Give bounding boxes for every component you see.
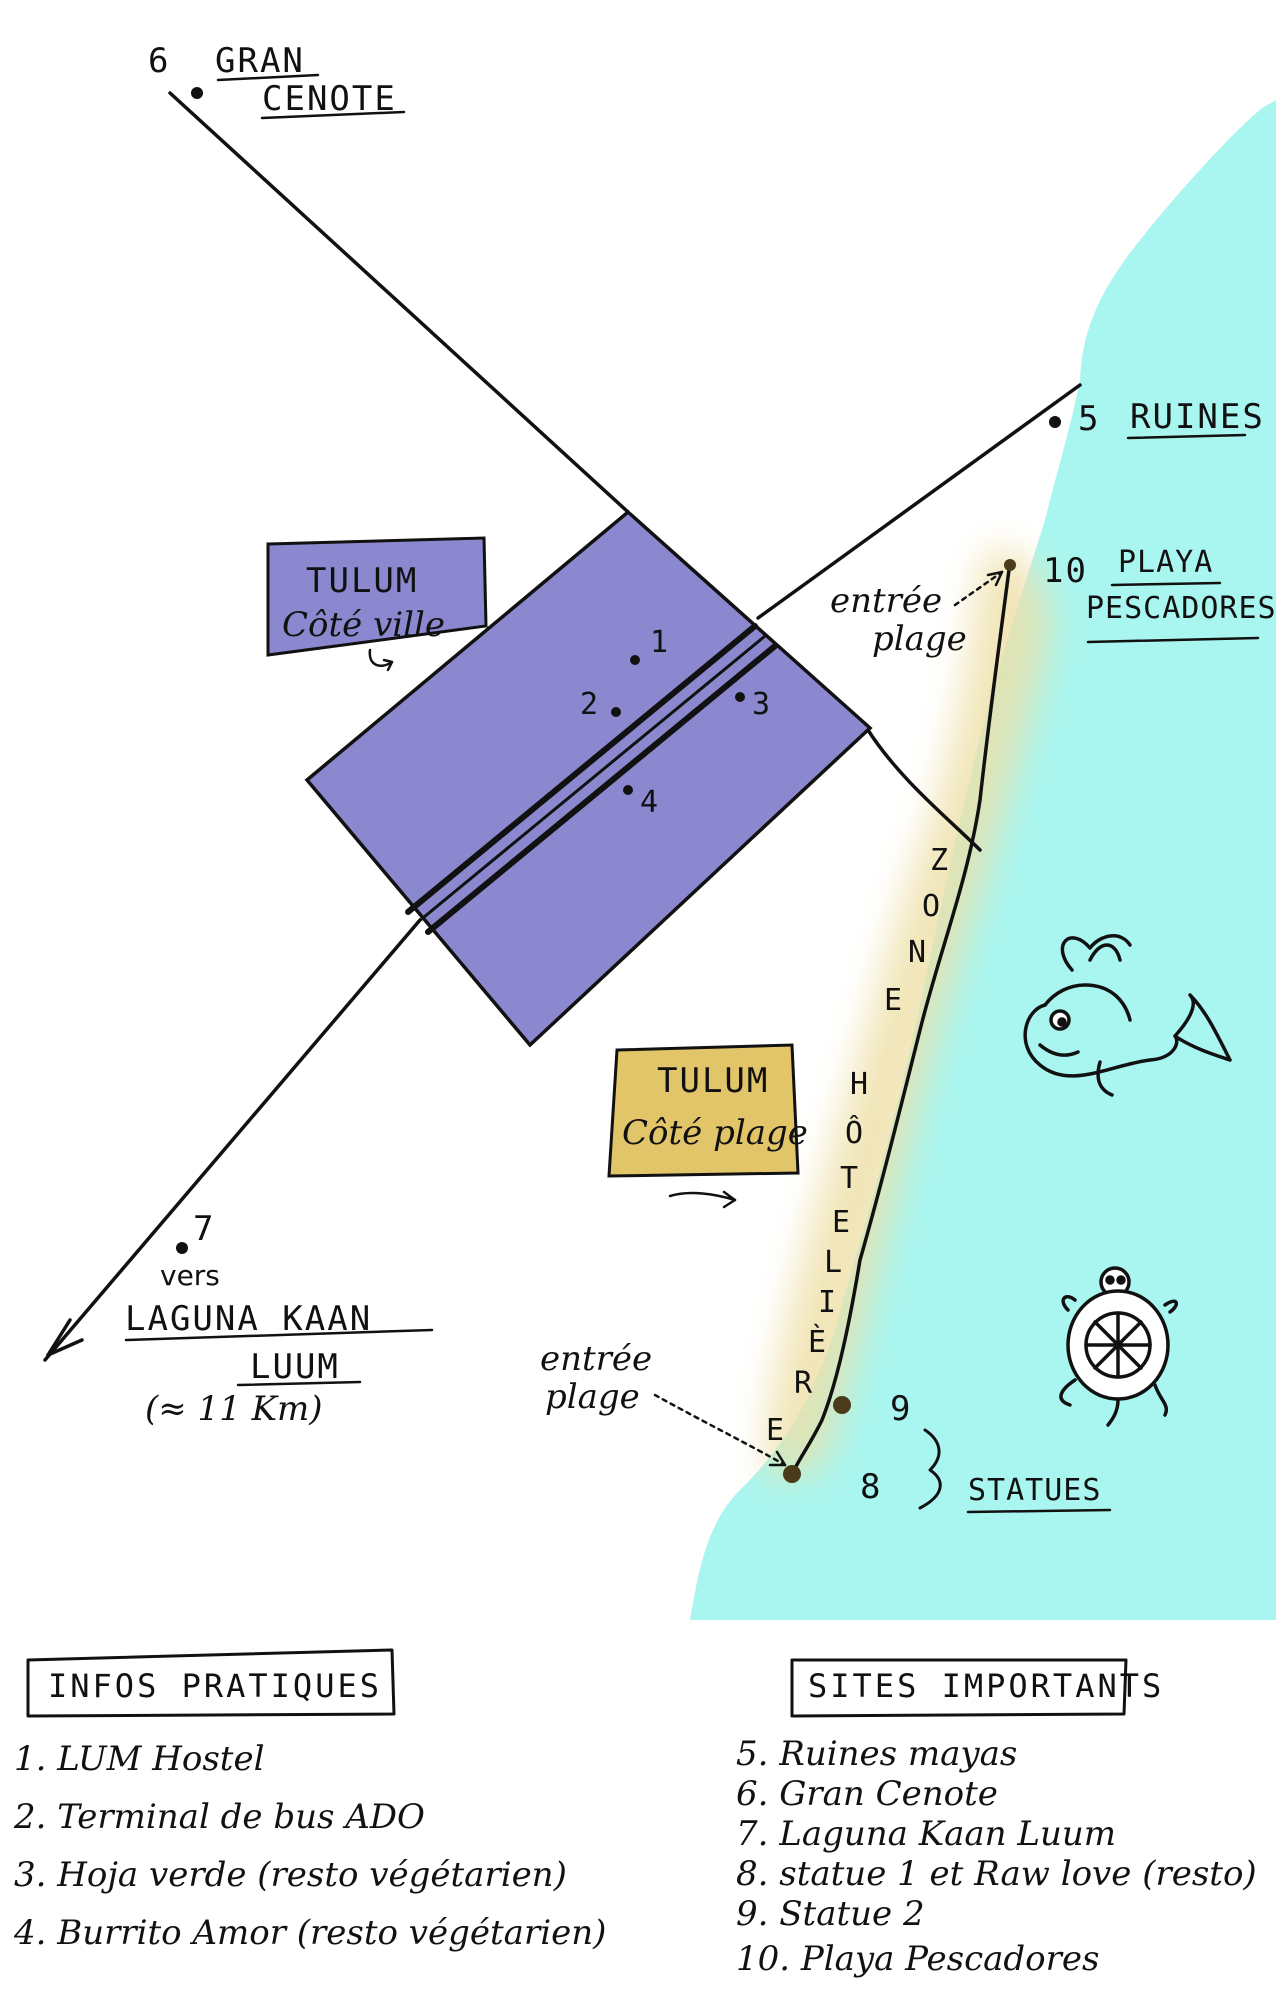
box-tulum-plage: TULUM Côté plage xyxy=(607,1043,808,1209)
box-plage-line2: Côté plage xyxy=(622,1113,808,1153)
beach-glow xyxy=(765,545,1050,1480)
town-points: 1 2 3 4 xyxy=(580,625,771,820)
hotel-zone-letter: E xyxy=(832,1205,851,1240)
point-2-label: 2 xyxy=(580,687,599,722)
beach-entry-top-line1: entrée xyxy=(830,581,942,621)
laguna-prefix: vers xyxy=(160,1259,220,1292)
point-4-label: 4 xyxy=(640,785,659,820)
box-plage-line1: TULUM xyxy=(657,1061,769,1101)
legend-infos-item: 2. Terminal de bus ADO xyxy=(13,1797,425,1837)
point-3-label: 3 xyxy=(752,687,771,722)
legend-sites-item: 8. statue 1 et Raw love (resto) xyxy=(736,1854,1257,1894)
point-3-dot xyxy=(735,692,745,702)
laguna-marker: 7 vers LAGUNA KAAN LUUM (≈ 11 Km) xyxy=(124,1209,434,1429)
beach-entry-bottom: entrée plage xyxy=(540,1339,787,1467)
legend-infos-title: INFOS PRATIQUES xyxy=(48,1667,382,1705)
hotel-zone-letter: Z xyxy=(930,843,949,878)
point-2-dot xyxy=(611,707,621,717)
ruines-marker: 5 RUINES xyxy=(1049,397,1265,440)
playa-number: 10 xyxy=(1043,551,1088,591)
road-gran-cenote xyxy=(168,91,630,514)
point-4-dot xyxy=(623,785,633,795)
legend-infos-item: 3. Hoja verde (resto végétarien) xyxy=(14,1855,567,1895)
laguna-name-2: LUUM xyxy=(250,1347,340,1387)
hotel-zone-letter: I xyxy=(818,1285,837,1320)
beach-entry-top-line2: plage xyxy=(872,619,967,659)
road-to-beach xyxy=(866,728,982,852)
legend-sites-title: SITES IMPORTANTS xyxy=(808,1667,1164,1705)
point-1-dot xyxy=(630,655,640,665)
hotel-zone-letter: È xyxy=(808,1324,827,1360)
gran-cenote-name-1: GRAN xyxy=(215,41,305,81)
point-1-label: 1 xyxy=(650,625,669,660)
box-ville-line1: TULUM xyxy=(306,561,418,601)
hotel-zone-label: Z O N E H Ô T E L I È R E xyxy=(766,843,949,1448)
ruines-number: 5 xyxy=(1078,399,1100,439)
hotel-zone-letter: E xyxy=(766,1413,785,1448)
playa-name-1: PLAYA xyxy=(1118,545,1213,580)
hotel-zone-letter: N xyxy=(908,935,927,970)
hotel-zone-letter: O xyxy=(922,889,941,924)
statue-9-number: 9 xyxy=(890,1389,912,1429)
main-avenue xyxy=(405,623,778,935)
statues-name: STATUES xyxy=(968,1473,1101,1508)
hotel-zone-letter: R xyxy=(794,1366,813,1401)
hotel-zone-letter: H xyxy=(850,1067,869,1102)
beach-entry-bottom-line2: plage xyxy=(545,1377,640,1417)
laguna-arrow xyxy=(46,1318,84,1357)
ruines-name: RUINES xyxy=(1130,397,1265,437)
road-laguna xyxy=(43,918,422,1362)
coast-road xyxy=(790,560,1012,1477)
laguna-number: 7 xyxy=(193,1209,215,1249)
gran-cenote-number: 6 xyxy=(148,41,170,81)
hotel-zone-letter: E xyxy=(884,983,903,1018)
whale-icon xyxy=(1023,934,1232,1097)
legend-infos-item: 4. Burrito Amor (resto végétarien) xyxy=(13,1913,606,1953)
statues-marker: 9 8 STATUES xyxy=(783,1389,1112,1514)
legend-sites-item: 5. Ruines mayas xyxy=(736,1734,1017,1774)
playa-name-2: PESCADORES xyxy=(1086,591,1276,626)
legend-infos-item: 1. LUM Hostel xyxy=(14,1739,264,1779)
laguna-distance: (≈ 11 Km) xyxy=(145,1389,323,1429)
legend-sites-item: 6. Gran Cenote xyxy=(736,1774,998,1814)
legend-infos-pratiques: INFOS PRATIQUES 1. LUM Hostel 2. Termina… xyxy=(13,1648,606,1953)
hotel-zone-letter: T xyxy=(840,1161,859,1196)
road-ruines xyxy=(756,383,1082,620)
gran-cenote-marker: 6 GRAN CENOTE xyxy=(148,41,406,120)
hotel-zone-letter: Ô xyxy=(845,1114,864,1151)
playa-pescadores-marker: 10 PLAYA PESCADORES xyxy=(1004,545,1276,644)
legend-sites-item: 9. Statue 2 xyxy=(736,1894,925,1934)
turtle-icon xyxy=(1059,1266,1178,1427)
legend-sites-item: 7. Laguna Kaan Luum xyxy=(736,1814,1116,1854)
box-tulum-ville: TULUM Côté ville xyxy=(266,536,488,672)
box-ville-line2: Côté ville xyxy=(282,605,445,645)
legend-sites-importants: SITES IMPORTANTS 5. Ruines mayas 6. Gran… xyxy=(736,1658,1257,1979)
hotel-zone-letter: L xyxy=(824,1245,843,1280)
statue-8-number: 8 xyxy=(860,1467,882,1507)
beach-entry-top: entrée plage xyxy=(830,570,1004,659)
legend-sites-item: 10. Playa Pescadores xyxy=(736,1939,1099,1979)
beach-entry-bottom-line1: entrée xyxy=(540,1339,652,1379)
